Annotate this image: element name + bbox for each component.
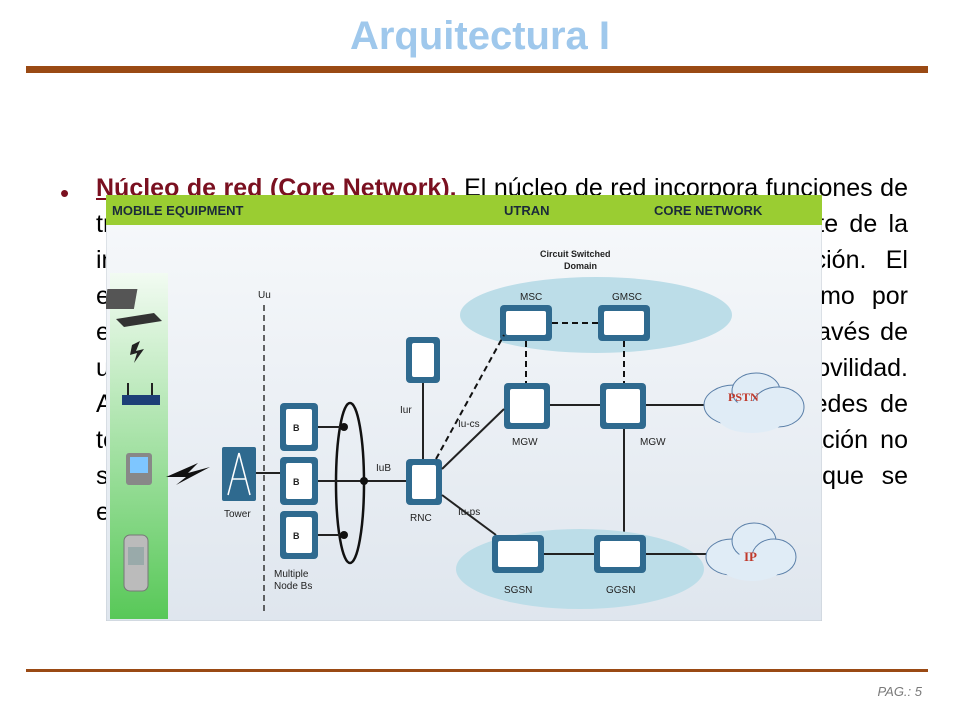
wireless-router-icon	[122, 383, 160, 405]
mgw-node-2	[600, 383, 646, 429]
header-core-network: CORE NETWORK	[654, 203, 763, 218]
radio-link-bolt-icon	[166, 463, 210, 485]
mgw-label-2: MGW	[640, 437, 666, 448]
csd-label-2: Domain	[564, 261, 597, 271]
gmsc-label: GMSC	[612, 292, 642, 303]
tower-icon	[222, 447, 256, 501]
multiple-node-bs-label-2: Node Bs	[274, 581, 312, 592]
title-divider	[26, 66, 928, 73]
header-utran: UTRAN	[504, 203, 550, 218]
csd-label-1: Circuit Switched	[540, 249, 611, 259]
signal-bolt-icon	[130, 341, 144, 363]
umts-architecture-diagram: MOBILE EQUIPMENT UTRAN CORE NETWORK Uu T…	[106, 195, 822, 621]
flip-phone-icon	[123, 534, 149, 592]
ip-cloud	[705, 522, 797, 581]
iur-label: Iur	[400, 405, 412, 416]
multiple-node-bs-label: Multiple	[274, 569, 309, 580]
pstn-cloud	[703, 372, 805, 433]
svg-text:B: B	[293, 423, 300, 433]
iu-ps-label: Iu-ps	[458, 507, 480, 518]
tower-label: Tower	[224, 509, 251, 520]
mgw-node-1	[504, 383, 550, 429]
ggsn-node	[594, 535, 646, 573]
iur-rnc-node	[406, 337, 440, 383]
diagram-header-bar	[106, 195, 822, 225]
node-b-3: B	[280, 511, 318, 559]
msc-label: MSC	[520, 292, 542, 303]
bullet-marker: •	[60, 178, 70, 208]
rnc-node	[406, 459, 442, 505]
ip-label: IP	[744, 549, 757, 564]
iub-label: IuB	[376, 463, 391, 474]
pstn-label: PSTN	[728, 390, 759, 404]
gmsc-node	[598, 305, 650, 341]
footer-divider	[26, 669, 928, 672]
sgsn-label: SGSN	[504, 585, 532, 596]
uu-label: Uu	[258, 290, 271, 301]
laptop-icon	[106, 289, 162, 327]
msc-node	[500, 305, 552, 341]
sgsn-node	[492, 535, 544, 573]
iu-cs-label: Iu-cs	[458, 419, 480, 430]
pda-icon	[126, 453, 152, 485]
page-number: PAG.: 5	[877, 684, 922, 699]
rnc-label: RNC	[410, 513, 432, 524]
header-mobile-equipment: MOBILE EQUIPMENT	[112, 203, 244, 218]
slide-title: Arquitectura I	[349, 14, 611, 58]
ggsn-label: GGSN	[606, 585, 635, 596]
node-b-1: B	[280, 403, 318, 451]
svg-text:B: B	[293, 531, 300, 541]
node-b-2: B	[280, 457, 318, 505]
mgw-label-1: MGW	[512, 437, 538, 448]
svg-text:B: B	[293, 477, 300, 487]
